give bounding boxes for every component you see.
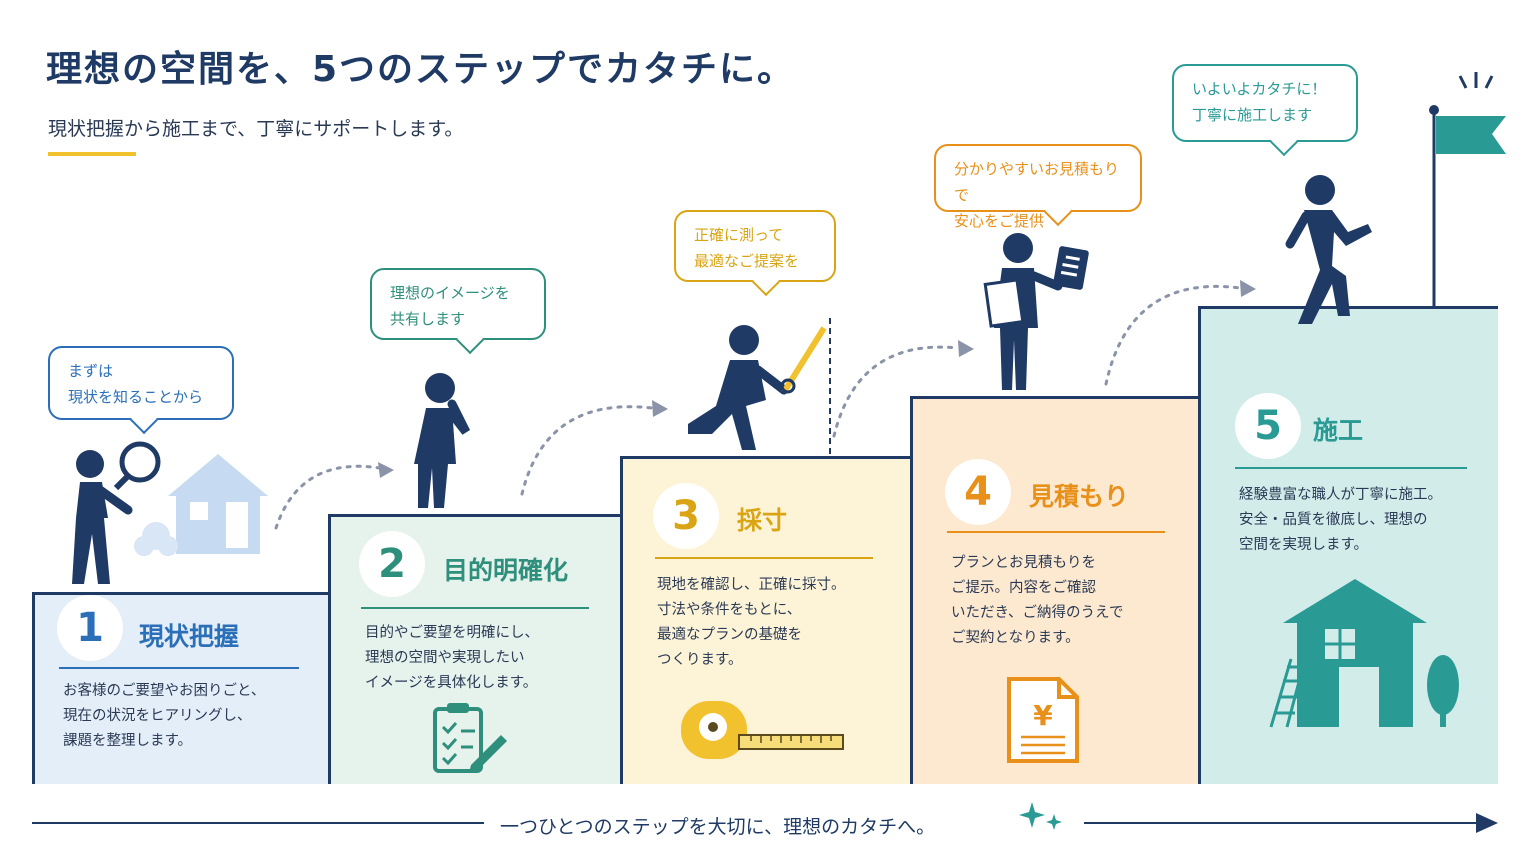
step-number-badge: 5 [1235,393,1301,459]
tape-measure-icon [681,701,844,759]
step-number-badge: 3 [653,483,719,549]
house-construction-icon [1269,579,1459,728]
measuring-person-icon [688,318,831,458]
step-2-block: 2 目的明確化 目的やご要望を明確にし、 理想の空間や実現したい イメージを具体… [328,514,620,784]
step-divider [1235,467,1467,469]
bubble-text: まずは 現状を知ることから [68,362,204,406]
speech-bubble-step-4: 分かりやすいお見積もりで 安心をご提供 [934,144,1142,230]
step-divider [59,667,299,669]
step-description: お客様のご要望やお困りごと、 現在の状況をヒアリングし、 課題を整理します。 [63,683,266,749]
footer-line-left [32,822,484,824]
step-description: プランとお見積もりを ご提示。内容をご確認 いただき、ご納得のうえで ご契約とな… [951,555,1124,646]
clipboard-check-icon [433,703,507,773]
step-description: 現地を確認し、正確に採寸。 寸法や条件をもとに、 最適なプランの基礎を つくりま… [657,577,846,668]
footer-line-right [1084,822,1480,824]
step-3-block: 3 採寸 現地を確認し、正確に採寸。 寸法や条件をもとに、 最適なプランの基礎を… [620,456,910,784]
bubble-tail [751,267,781,297]
yen-document-icon: ¥ [1007,677,1079,763]
speech-bubble-step-3: 正確に測って 最適なご提案を [674,210,836,297]
step-name: 現状把握 [139,622,240,651]
goal-flag-icon [1429,72,1506,308]
step-divider [361,607,589,609]
speech-bubble-step-1: まずは 現状を知ることから [48,346,234,435]
step-name: 採寸 [737,506,788,535]
step-name: 見積もり [1029,482,1130,511]
step-number-badge: 2 [359,531,425,597]
bubble-text: 理想のイメージを 共有します [390,284,510,328]
bubble-text: 分かりやすいお見積もりで 安心をご提供 [954,160,1120,230]
step-name: 目的明確化 [443,556,569,585]
speech-bubble-step-2: 理想のイメージを 共有します [370,268,546,355]
step-4-block: 4 見積もり プランとお見積もりを ご提示。内容をご確認 いただき、ご納得のうえ… [910,396,1198,784]
bubble-tail [455,325,485,355]
title-underline [48,152,136,156]
step-description: 経験豊富な職人が丁寧に施工。 安全・品質を徹底し、理想の 空間を実現します。 [1239,487,1442,553]
step-5-block: 5 施工 経験豊富な職人が丁寧に施工。 安全・品質を徹底し、理想の 空間を実現し… [1198,306,1498,784]
step-1-block: 1 現状把握 お客様のご要望やお困りごと、 現在の状況をヒアリングし、 課題を整… [32,592,328,784]
step-divider [655,557,873,559]
step-divider [947,531,1165,533]
walking-person-icon [1285,175,1372,324]
step-number-badge: 4 [945,459,1011,525]
sparkle-icon [1019,802,1062,830]
svg-text:¥: ¥ [1033,699,1053,732]
thinking-person-icon [414,373,471,508]
bubble-text: 正確に測って 最適なご提案を [694,226,800,270]
page-title: 理想の空間を、5つのステップでカタチに。 [46,49,796,90]
step-name: 施工 [1313,416,1364,445]
bubble-tail [1269,127,1299,157]
bubble-tail [1043,197,1073,227]
house-and-magnifier-icon [72,441,268,584]
page-subtitle: 現状把握から施工まで、丁寧にサポートします。 [48,118,464,140]
footer-arrow-icon [1476,813,1498,833]
footer-tagline: 一つひとつのステップを大切に、理想のカタチへ。 [500,816,936,838]
estimating-person-icon [983,233,1089,390]
bubble-tail [129,405,159,435]
step-number-badge: 1 [57,595,123,661]
step-description: 目的やご要望を明確にし、 理想の空間や実現したい イメージを具体化します。 [365,625,539,691]
bubble-text: いよいよカタチに！ 丁寧に施工します [1192,80,1327,124]
speech-bubble-step-5: いよいよカタチに！ 丁寧に施工します [1172,64,1358,157]
